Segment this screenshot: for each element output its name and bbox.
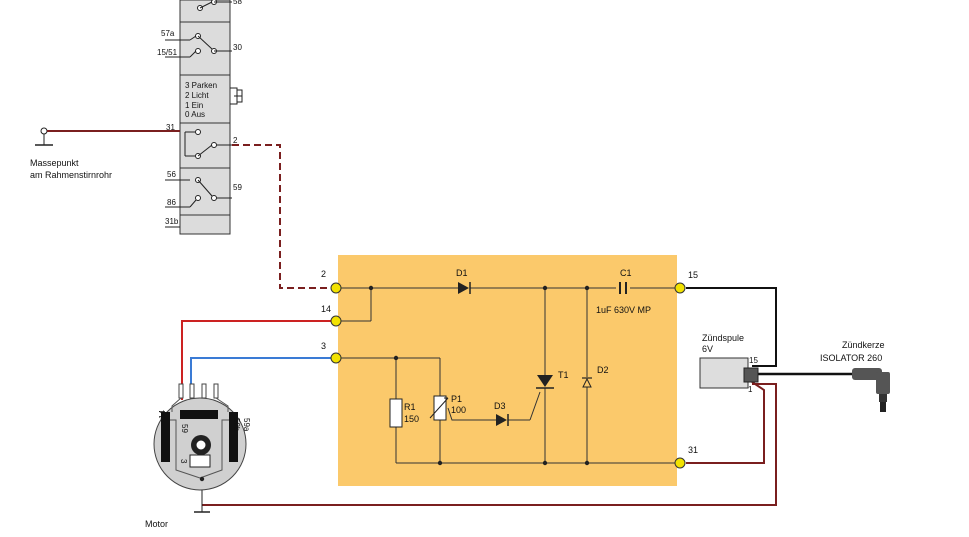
label-c1: C1: [620, 268, 632, 278]
terminal-15: [674, 282, 686, 294]
wire-coil-t31: [686, 381, 765, 464]
label-terminal-15: 15: [688, 270, 698, 280]
switch-legend-0: 0 Aus: [185, 110, 205, 119]
ignition-light-switch: [179, 0, 231, 235]
wire-coil-motor-ground: [202, 383, 777, 506]
label-d1: D1: [456, 268, 468, 278]
terminal-2: [330, 282, 342, 294]
spark-plug: [852, 368, 890, 412]
wire-motor-3: [190, 357, 332, 392]
thyristor-t1: [536, 375, 554, 389]
potentiometer-p1: [429, 395, 449, 421]
switch-terminal-1551: 15/51: [157, 48, 178, 57]
switch-terminal-30: 30: [233, 43, 242, 52]
switch-legend-2: 2 Licht: [185, 91, 209, 100]
label-terminal-31: 31: [688, 445, 698, 455]
junction-dots: [368, 285, 590, 466]
switch-terminal-31: 31: [166, 123, 175, 132]
motor-label: Motor: [145, 519, 168, 529]
ground-label-line2: am Rahmenstirnrohr: [30, 170, 112, 180]
wire-motor-14: [181, 320, 332, 400]
label-terminal-2: 2: [321, 269, 326, 279]
diode-d1: [458, 282, 471, 294]
motor-stator: [153, 383, 247, 513]
ground-label-line1: Massepunkt: [30, 158, 79, 168]
switch-terminal-57a: 57a: [161, 29, 175, 38]
coil-connector: [743, 367, 759, 383]
terminal-31: [674, 457, 686, 469]
switch-legend-1: 1 Ein: [185, 101, 203, 110]
motor-pin-59: 59: [180, 424, 189, 433]
label-r1: R1: [404, 402, 416, 412]
coil-pin-15: 15: [749, 356, 758, 365]
terminal-3: [330, 352, 342, 364]
diode-d3: [496, 414, 509, 426]
plug-label-line2: ISOLATOR 260: [820, 353, 882, 363]
label-c1-value: 1uF 630V MP: [596, 305, 651, 315]
terminal-14: [330, 315, 342, 327]
diode-d2: [582, 377, 592, 388]
label-terminal-3: 3: [321, 341, 326, 351]
switch-legend-3: 3 Parken: [185, 81, 217, 90]
capacitor-c1: [619, 282, 627, 294]
wires: [181, 144, 852, 506]
resistor-r1: [389, 398, 403, 428]
motor-pin-59b: 59b: [232, 418, 241, 432]
label-d3: D3: [494, 401, 506, 411]
wire-t15-coil: [686, 287, 777, 367]
switch-housing: [179, 0, 231, 235]
motor-pin-59a: 59a: [242, 418, 251, 432]
ignition-coil: [699, 357, 749, 389]
label-t1: T1: [558, 370, 569, 380]
wire-switch-to-t2: [232, 144, 332, 289]
switch-terminal-86: 86: [167, 198, 176, 207]
label-p1: P1: [451, 394, 462, 404]
label-r1-value: 150: [404, 414, 419, 424]
motor-pin-3: 3: [179, 459, 188, 464]
label-d2: D2: [597, 365, 609, 375]
switch-terminal-2: 2: [233, 136, 238, 145]
motor-pin-14: 14: [158, 410, 167, 419]
label-p1-value: 100: [451, 405, 466, 415]
label-terminal-14: 14: [321, 304, 331, 314]
switch-terminal-58: 58: [233, 0, 242, 6]
switch-terminal-56: 56: [167, 170, 176, 179]
ground-point: [35, 127, 180, 146]
coil-pin-1: 1: [748, 385, 753, 394]
switch-terminal-59: 59: [233, 183, 242, 192]
coil-label-line2: 6V: [702, 344, 713, 354]
coil-label-line1: Zündspule: [702, 333, 744, 343]
switch-terminal-31b: 31b: [165, 217, 179, 226]
plug-label-line1: Zündkerze: [842, 340, 885, 350]
switch-contacts: [165, 0, 243, 228]
board-terminals: [330, 282, 686, 469]
